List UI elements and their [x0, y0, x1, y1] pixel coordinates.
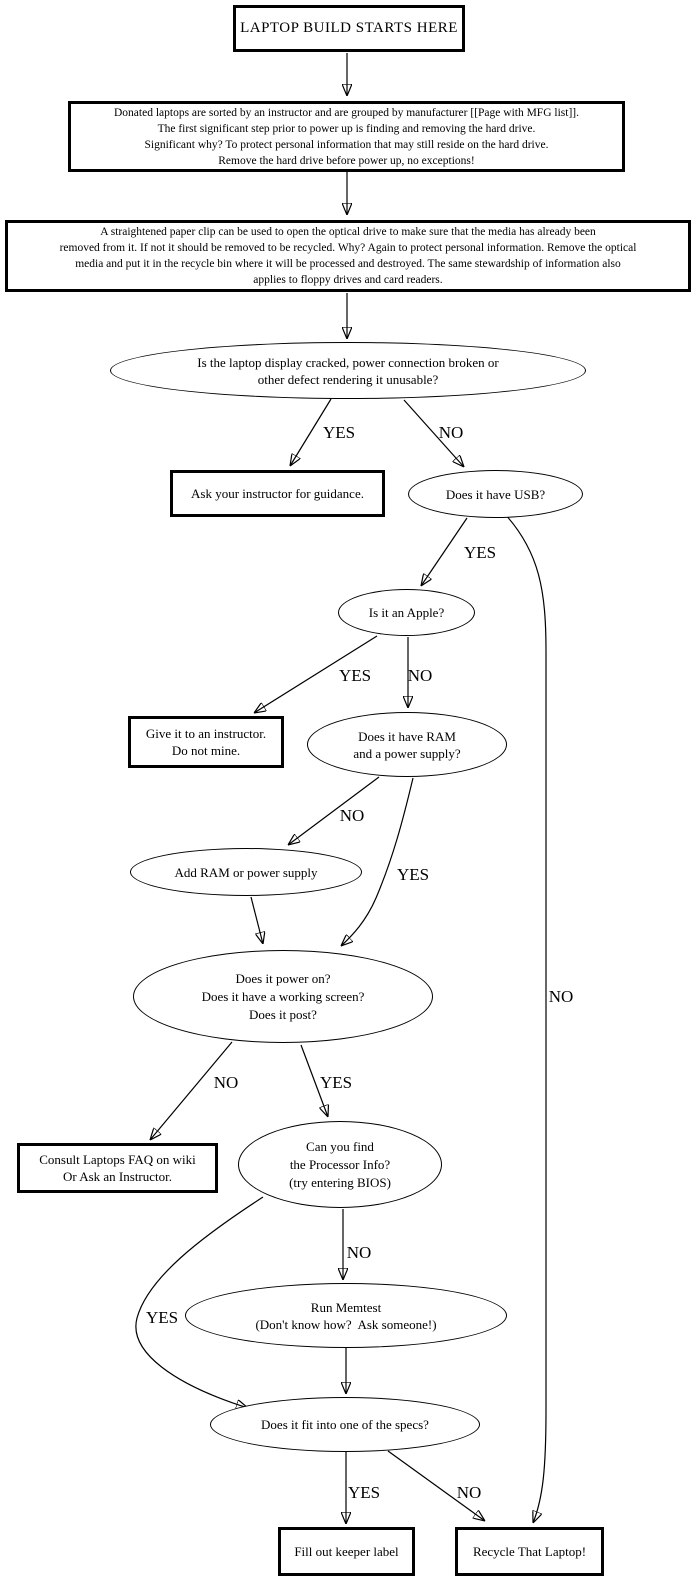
- node-usb-question: Does it have USB?: [408, 470, 583, 518]
- node-sorting-instructions: Donated laptops are sorted by an instruc…: [68, 101, 625, 172]
- edge-label-yes: YES: [145, 1308, 179, 1327]
- node-keeper-label: Fill out keeper label: [278, 1527, 415, 1576]
- node-recycle: Recycle That Laptop!: [455, 1527, 604, 1576]
- edge-label-yes: YES: [322, 423, 356, 442]
- edge-label-no: NO: [339, 806, 365, 825]
- edge-label-yes: YES: [319, 1073, 353, 1092]
- edge-ram-no-addram: [288, 776, 380, 845]
- node-give-instructor: Give it to an instructor. Do not mine.: [128, 716, 284, 768]
- edge-label-yes: YES: [347, 1483, 381, 1502]
- edge-defect-no-usb: [403, 399, 464, 467]
- node-consult-faq: Consult Laptops FAQ on wiki Or Ask an In…: [17, 1143, 218, 1193]
- node-defect-question: Is the laptop display cracked, power con…: [110, 342, 586, 399]
- edge-poweron-yes-processor: [300, 1044, 328, 1117]
- edge-label-no: NO: [407, 666, 433, 685]
- edge-specs-no-recycle: [387, 1450, 485, 1521]
- edge-addram-to-poweron: [250, 896, 263, 944]
- edge-usb-no-recycle: [503, 512, 547, 1523]
- node-ram-psu-question: Does it have RAM and a power supply?: [307, 712, 507, 777]
- edge-label-yes: YES: [463, 543, 497, 562]
- edge-label-no: NO: [213, 1073, 239, 1092]
- node-start: LAPTOP BUILD STARTS HERE: [233, 5, 465, 52]
- edge-label-yes: YES: [338, 666, 372, 685]
- edge-label-no: NO: [456, 1483, 482, 1502]
- edge-label-no: NO: [548, 987, 574, 1006]
- edge-label-no: NO: [438, 423, 464, 442]
- edge-poweron-no-consult: [150, 1041, 233, 1140]
- node-optical-instructions: A straightened paper clip can be used to…: [5, 220, 691, 292]
- edge-label-no: NO: [346, 1243, 372, 1262]
- edge-apple-yes-give: [254, 635, 378, 713]
- edge-defect-yes-ask: [290, 398, 332, 466]
- node-power-on-question: Does it power on? Does it have a working…: [133, 950, 433, 1043]
- node-add-ram-psu: Add RAM or power supply: [130, 848, 362, 896]
- node-specs-question: Does it fit into one of the specs?: [210, 1397, 480, 1452]
- node-processor-question: Can you find the Processor Info? (try en…: [238, 1121, 442, 1208]
- node-apple-question: Is it an Apple?: [338, 589, 475, 636]
- edge-usb-yes-apple: [421, 517, 468, 586]
- edge-processor-yes-specs: [135, 1196, 264, 1408]
- edge-ram-yes-poweron: [341, 777, 414, 946]
- edge-label-yes: YES: [396, 865, 430, 884]
- node-run-memtest: Run Memtest (Don't know how? Ask someone…: [185, 1283, 507, 1348]
- node-ask-instructor: Ask your instructor for guidance.: [170, 470, 385, 517]
